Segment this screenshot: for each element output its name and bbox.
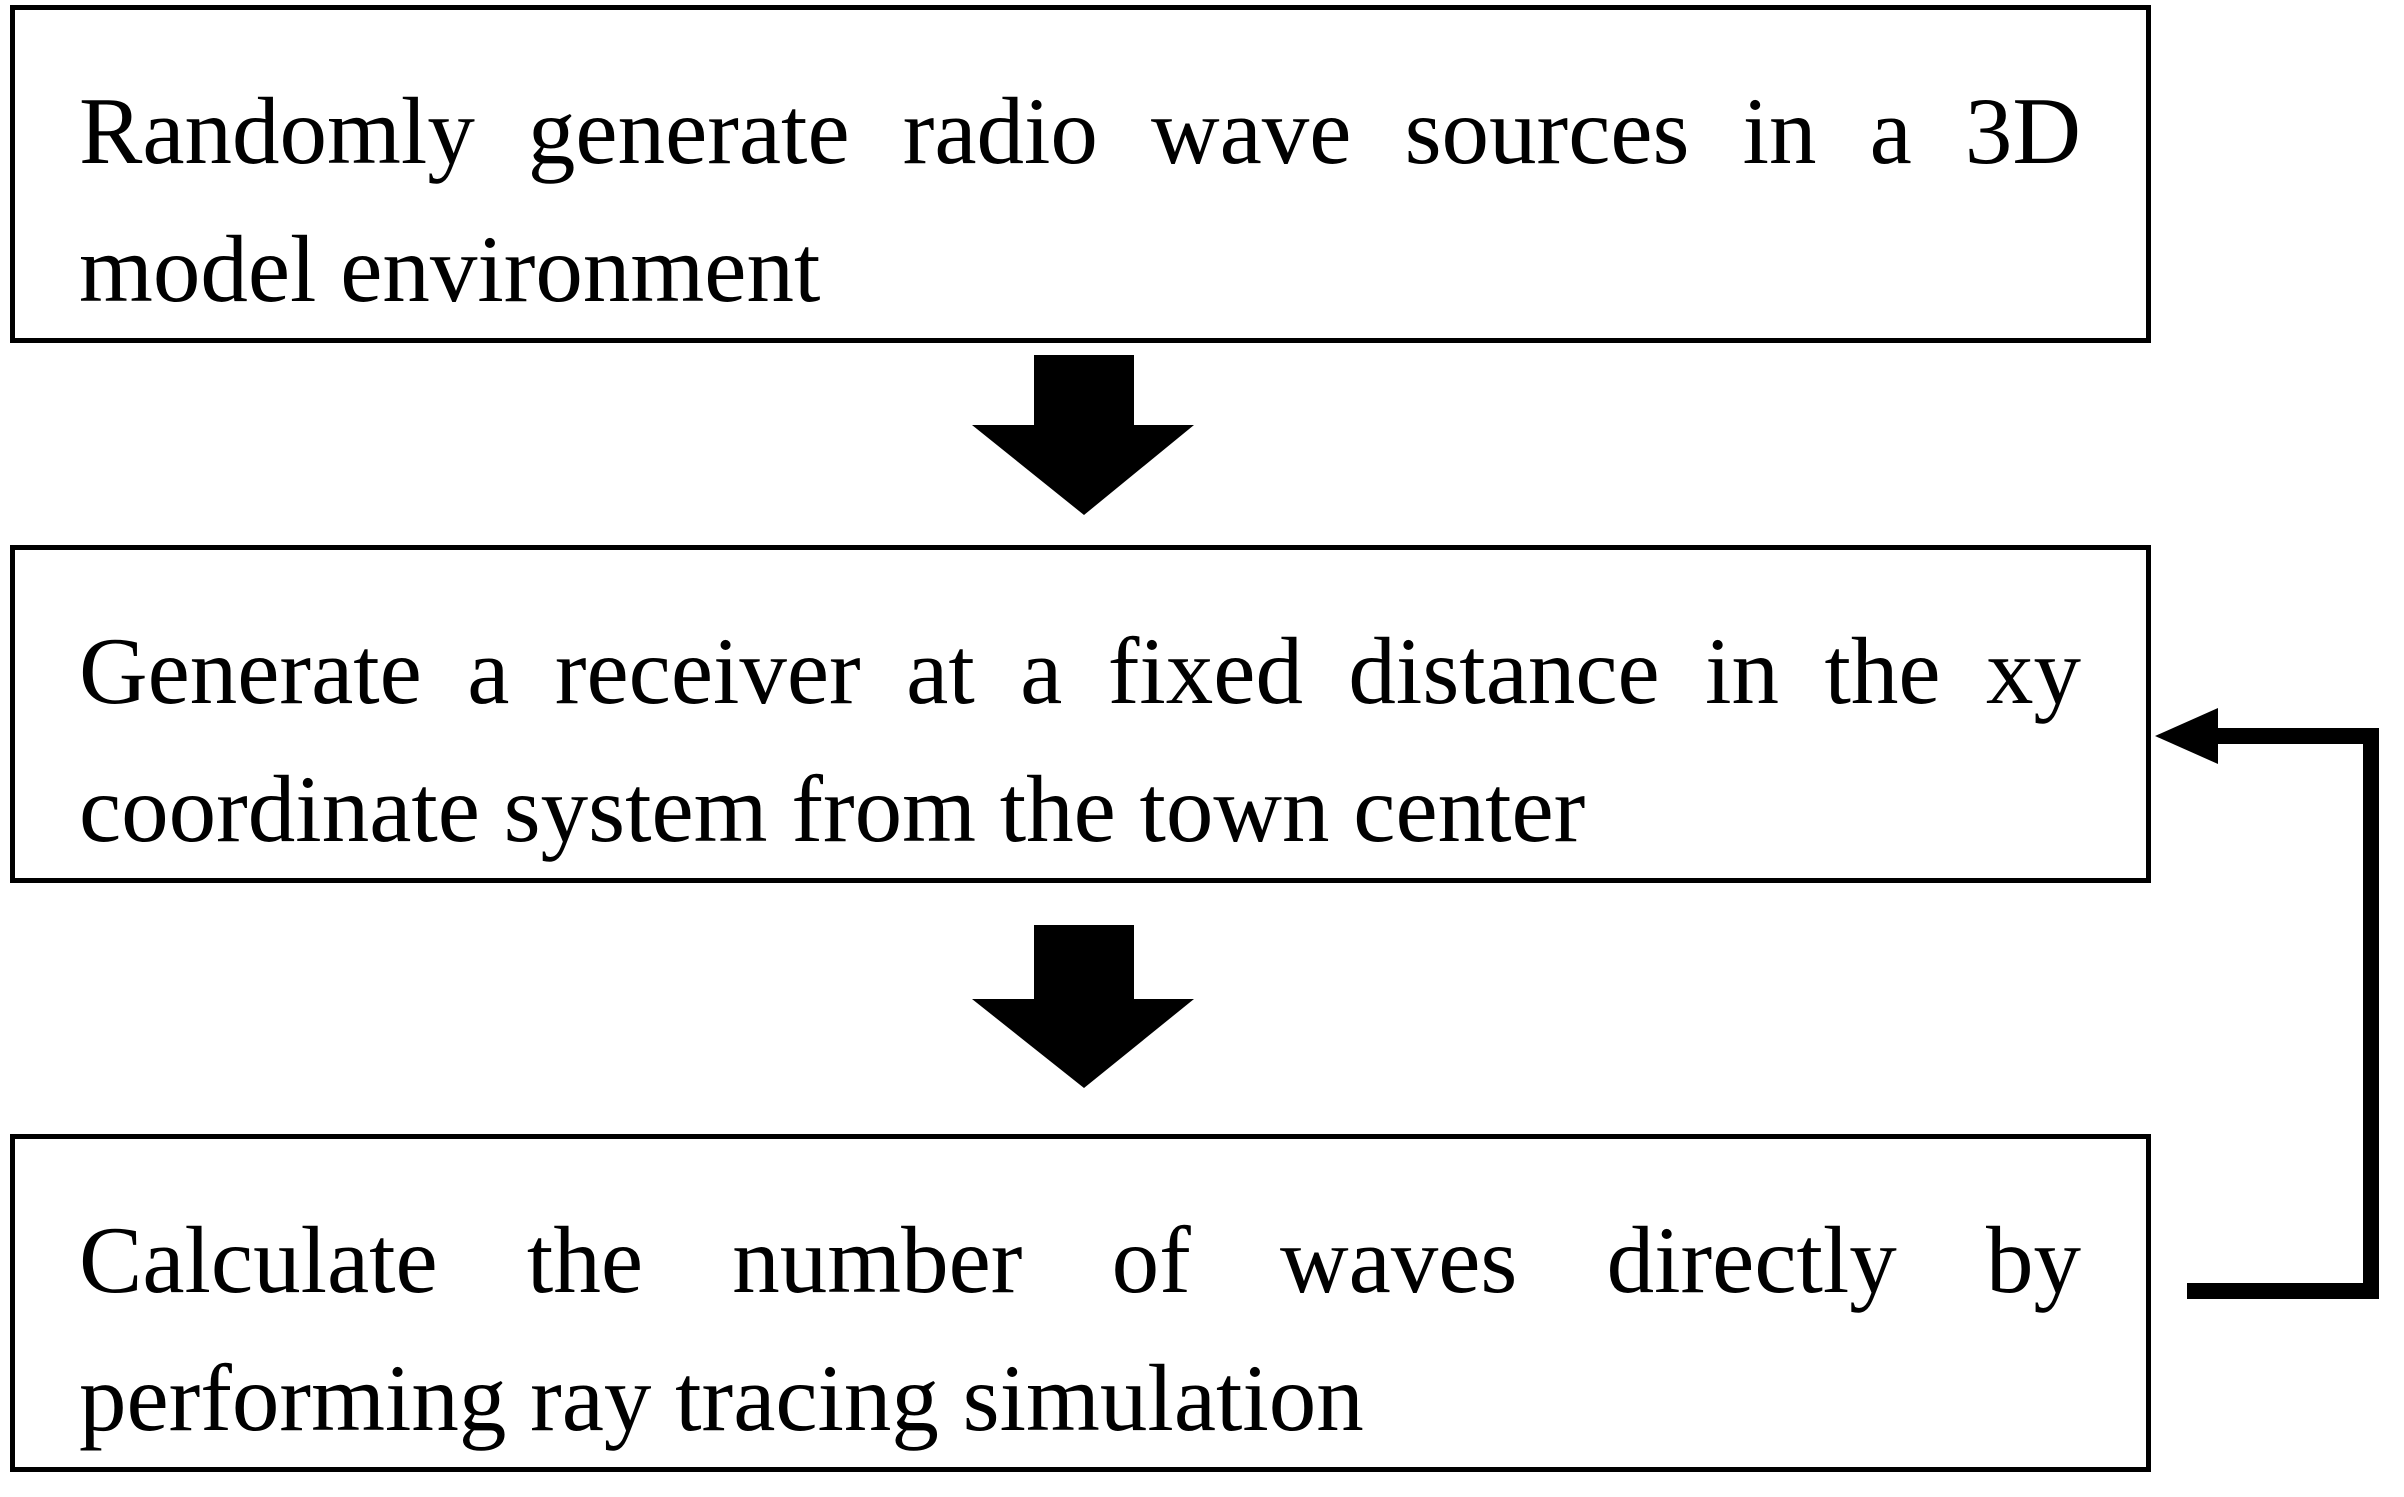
- step-box-2: Generate a receiver at a fixed distance …: [10, 545, 2151, 883]
- step-box-3: Calculate the number of waves directly b…: [10, 1134, 2151, 1472]
- step-text-1: Randomly generate radio wave sources in …: [79, 78, 2081, 322]
- loop-back-arrowhead-icon: [2155, 708, 2218, 764]
- down-arrow-1-icon: [972, 355, 1194, 515]
- down-arrow-2-icon: [972, 925, 1194, 1088]
- step-text-3: Calculate the number of waves directly b…: [79, 1207, 2081, 1451]
- step-box-1: Randomly generate radio wave sources in …: [10, 5, 2151, 343]
- loop-back-line: [2187, 728, 2379, 1299]
- step-text-2: Generate a receiver at a fixed distance …: [79, 618, 2081, 862]
